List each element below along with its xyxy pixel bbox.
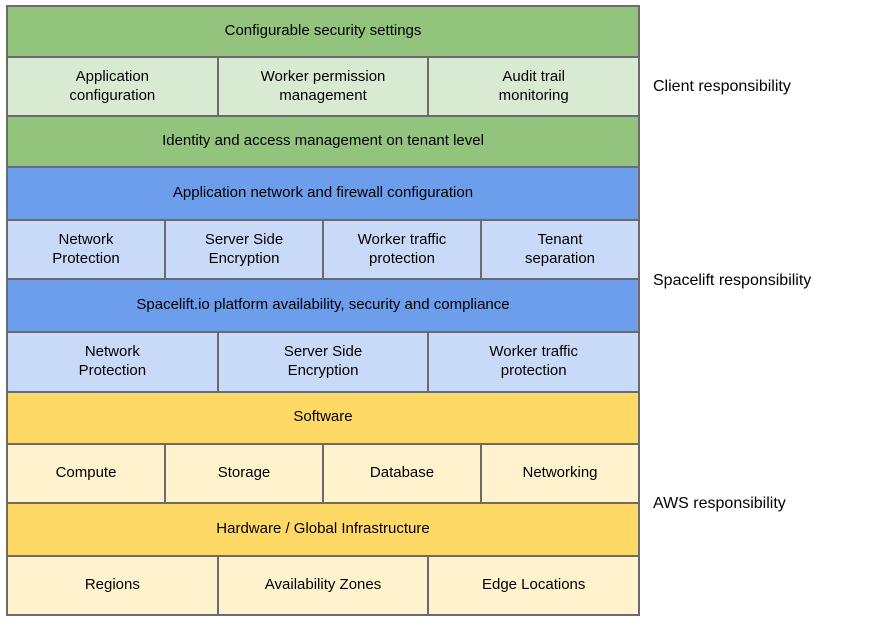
row-spacelift-cells-lower: Network Protection Server Side Encryptio… [8, 333, 639, 391]
cell-edge-locations: Edge Locations [429, 556, 639, 614]
label-aws-responsibility: AWS responsibility [653, 495, 786, 512]
section-client-responsibility: Configurable security settings Applicati… [8, 7, 639, 167]
cell-compute: Compute [8, 444, 164, 503]
cell-availability-zones: Availability Zones [218, 556, 428, 614]
row-label: Application network and firewall configu… [172, 184, 474, 202]
cell-tenant-separation: Tenant separation [482, 220, 638, 279]
cell-network-protection-upper: Network Protection [8, 220, 164, 279]
row-application-network-firewall: Application network and firewall configu… [8, 168, 638, 219]
cell-worker-permission-management: Worker permission management [218, 58, 428, 115]
section-spacelift-responsibility: Application network and firewall configu… [8, 168, 639, 391]
cell-worker-traffic-protection-upper: Worker traffic protection [324, 220, 480, 279]
layer-stack: Configurable security settings Applicati… [6, 5, 640, 616]
row-aws-cells-upper: Compute Storage Database Networking [8, 444, 638, 503]
row-client-cells: Application configuration Worker permiss… [8, 58, 639, 115]
cell-worker-traffic-protection-lower: Worker traffic protection [429, 333, 639, 391]
cell-audit-trail-monitoring: Audit trail monitoring [429, 58, 639, 115]
cell-database: Database [324, 444, 480, 503]
row-aws-cells-lower: Regions Availability Zones Edge Location… [8, 556, 639, 614]
row-spacelift-cells-upper: Network Protection Server Side Encryptio… [8, 220, 638, 279]
cell-networking: Networking [482, 444, 638, 503]
label-spacelift-responsibility: Spacelift responsibility [653, 272, 812, 289]
row-label: Spacelift.io platform availability, secu… [136, 296, 510, 314]
cell-server-side-encryption-lower: Server Side Encryption [218, 333, 428, 391]
cell-network-protection-lower: Network Protection [8, 333, 217, 391]
section-aws-responsibility: Software Compute Storage Database Networ… [8, 392, 639, 614]
cell-regions: Regions [8, 556, 217, 614]
row-software: Software [8, 392, 638, 443]
row-spacelift-platform-availability: Spacelift.io platform availability, secu… [8, 280, 638, 332]
row-label: Software [293, 408, 353, 426]
cell-storage: Storage [166, 444, 322, 503]
cell-server-side-encryption-upper: Server Side Encryption [166, 220, 322, 279]
row-label: Configurable security settings [224, 22, 422, 40]
row-configurable-security-settings: Configurable security settings [8, 7, 638, 57]
cell-application-configuration: Application configuration [8, 58, 217, 115]
row-identity-access-management: Identity and access management on tenant… [8, 116, 638, 167]
row-label: Identity and access management on tenant… [162, 132, 484, 150]
label-client-responsibility: Client responsibility [653, 78, 791, 95]
row-hardware-global-infrastructure: Hardware / Global Infrastructure [8, 504, 638, 555]
row-label: Hardware / Global Infrastructure [216, 520, 430, 538]
